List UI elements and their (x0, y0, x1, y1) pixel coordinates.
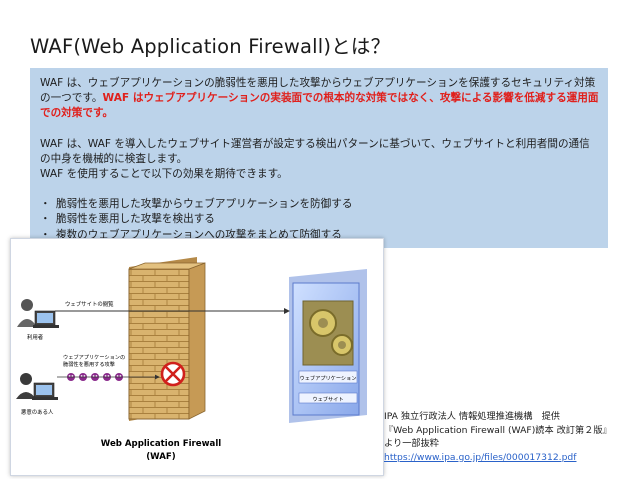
credit-provider: IPA 独立行政法人 情報処理推進機構 提供 (384, 411, 560, 422)
firewall-wall-icon (128, 257, 206, 421)
waf-caption-line1: Web Application Firewall (101, 439, 222, 449)
paragraph-intro: WAF は、ウェブアプリケーションの脆弱性を悪用した攻撃からウェブアプリケーショ… (40, 76, 600, 122)
bullet-item: ・複数のウェブアプリケーションへの攻撃をまとめて防御する (40, 228, 600, 243)
attacker-icon (16, 373, 58, 400)
user-icon (17, 299, 59, 328)
intro-emphasis-text: WAF はウェブアプリケーションの実装面での根本的な対策ではなく、攻撃による影響… (40, 92, 599, 120)
bullet-item: ・脆弱性を悪用した攻撃からウェブアプリケーションを防御する (40, 197, 600, 212)
bullet-text: 脆弱性を悪用した攻撃を検出する (56, 213, 215, 226)
bullet-mark: ・ (40, 213, 51, 226)
source-credit: IPA 独立行政法人 情報処理推進機構 提供 『Web Application … (384, 410, 612, 464)
user-label: 利用者 (27, 333, 44, 341)
credit-source-link[interactable]: https://www.ipa.go.jp/files/000017312.pd… (384, 451, 577, 463)
waf-diagram-svg: ウェブアプリケーション ウェブサイト 利用者 ウェブサイトの閲覧 (16, 257, 367, 462)
slide-title: WAF(Web Application Firewall)とは？ (30, 35, 391, 58)
intro-plain-text: WAF は、ウェブアプリケーションの脆弱性を悪用した攻撃からウェブアプリケーショ… (40, 77, 596, 105)
credit-excerpt-note: より一部抜粋 (384, 438, 439, 450)
attack-label-line2: 脆弱性を悪用する攻撃 (63, 360, 115, 368)
attacker-label: 悪意のある人 (21, 408, 54, 416)
waf-caption-line2: (WAF) (146, 452, 176, 462)
attack-label-line1: ウェブアプリケーションの (63, 353, 125, 361)
description-box: WAF は、ウェブアプリケーションの脆弱性を悪用した攻撃からウェブアプリケーショ… (30, 68, 608, 248)
bullet-mark: ・ (40, 228, 51, 241)
bullet-text: 脆弱性を悪用した攻撃からウェブアプリケーションを防御する (56, 198, 353, 211)
block-icon (160, 361, 186, 387)
bullet-mark: ・ (40, 198, 51, 211)
webapp-label: ウェブアプリケーション (300, 374, 357, 382)
bullet-item: ・脆弱性を悪用した攻撃を検出する (40, 212, 600, 227)
paragraph-inspection: WAF は、WAF を導入したウェブサイト運営者が設定する検出パターンに基づいて… (40, 137, 590, 165)
paragraph-effects: WAF を使用することで以下の効果を期待できます。 (40, 168, 288, 181)
description-text: WAF は、ウェブアプリケーションの脆弱性を悪用した攻撃からウェブアプリケーショ… (40, 76, 600, 243)
website-server-icon (289, 269, 367, 423)
waf-diagram: ウェブアプリケーション ウェブサイト 利用者 ウェブサイトの閲覧 (10, 238, 384, 476)
credit-book-title: 『Web Application Firewall (WAF)読本 改訂第２版』 (384, 424, 612, 436)
site-browse-label: ウェブサイトの閲覧 (65, 300, 114, 308)
bullet-text: 複数のウェブアプリケーションへの攻撃をまとめて防御する (56, 228, 342, 241)
website-label: ウェブサイト (312, 395, 343, 403)
